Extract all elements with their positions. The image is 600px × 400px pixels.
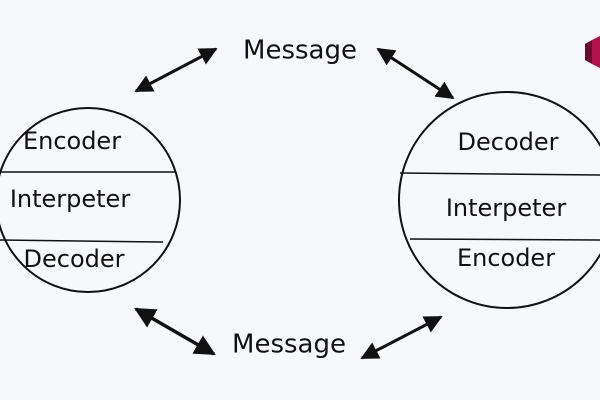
arrow-bottom-right (360, 315, 443, 360)
arrow-top-right (376, 47, 455, 100)
right-node-circle (398, 91, 600, 309)
right-node-divider-bottom (409, 238, 600, 241)
top-message-label: Message (243, 36, 357, 66)
left-node-circle (0, 107, 181, 293)
left-node-section-3: Decoder (24, 245, 125, 273)
right-node-section-2: Interpeter (446, 194, 567, 222)
arrow-bottom-left (134, 307, 216, 356)
right-node-section-1: Decoder (458, 128, 559, 156)
right-node-section-3: Encoder (457, 244, 555, 272)
left-node: Encoder Interpeter Decoder (0, 107, 181, 293)
left-node-section-2: Interpeter (10, 185, 131, 213)
bottom-message-label: Message (232, 330, 346, 360)
left-node-section-1: Encoder (23, 127, 121, 155)
right-node: Decoder Interpeter Encoder (398, 91, 600, 309)
arrow-top-left (134, 47, 218, 93)
right-node-divider-top (399, 172, 600, 176)
left-node-divider-bottom (0, 239, 164, 243)
hexagon-logo-icon (585, 36, 600, 68)
